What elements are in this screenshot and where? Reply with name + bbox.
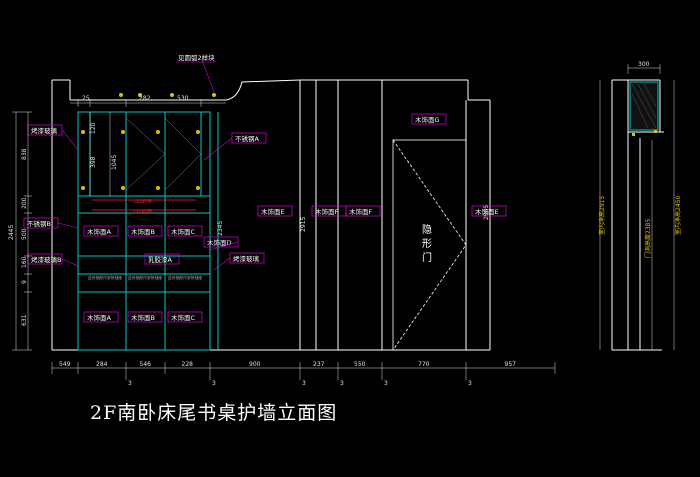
side-dimensions: [599, 64, 675, 350]
material-tag-label: 木饰面F: [349, 207, 373, 216]
bottom-dim-label: 550: [354, 361, 366, 368]
sub-dim-label: 3: [468, 380, 472, 387]
material-tag-label: 木饰面B: [131, 227, 155, 236]
material-tag: 不锈钢A: [203, 132, 267, 161]
material-tag-label: 木饰面F: [315, 207, 339, 216]
material-tag-label: 木饰面B: [131, 313, 155, 322]
material-tag: 乳胶漆A: [144, 253, 180, 265]
top-note: 见圆弧2样块: [176, 53, 216, 93]
glass-diagonals: [125, 117, 202, 191]
inner-dim-1045: 1045: [111, 155, 118, 170]
side-marks: [632, 130, 657, 136]
left-dim-total: 2445: [8, 225, 15, 240]
material-tag-label: 木饰面C: [171, 227, 196, 236]
left-dim-160: 160: [21, 256, 28, 268]
drawer-notes: 此处抽屉内安装插座 此处抽屉内安装插座 此处抽屉内安装插座: [88, 275, 202, 280]
material-tag-label: 烤漆玻璃B: [31, 255, 61, 264]
drawer-note-2: 此处抽屉内安装插座: [128, 275, 162, 280]
material-tag-label: 木饰面C: [171, 313, 196, 322]
bottom-dim-label: 237: [313, 361, 325, 368]
side-dim-v2: 门洞高度2385: [644, 219, 652, 258]
bottom-dimensions: 549 284 546 228 900 237 550 770 957 3 3 3 3 3 3: [51, 361, 556, 387]
left-dim-631: 631: [21, 314, 28, 326]
inner-dim-2985: 2985: [483, 205, 490, 220]
side-dim-v3: 室内净高2450: [674, 196, 682, 235]
material-tag: 木饰面B: [127, 311, 163, 323]
bottom-dim-label: 900: [249, 361, 261, 368]
material-tag-label: 烤漆玻璃: [31, 126, 58, 135]
material-tag: 烤漆玻璃B: [27, 253, 79, 267]
hidden-door-char-3: 门: [422, 251, 432, 264]
bottom-dim-label: 284: [96, 361, 108, 368]
bottom-dim-label: 957: [505, 361, 517, 368]
sub-dim-label: 3: [340, 380, 344, 387]
material-tag-label: 烤漆玻璃: [233, 254, 260, 263]
sub-dim-label: 3: [128, 380, 132, 387]
side-dim-v1: 室内净高2915: [598, 196, 606, 235]
sub-dim-label: 3: [212, 380, 216, 387]
left-dim-200: 200: [21, 197, 28, 209]
led-label-upper: LED灯带: [134, 198, 152, 205]
left-dim-9: 9: [21, 280, 28, 284]
material-tag: 木饰面F: [345, 205, 381, 217]
hidden-door-char-1: 隐: [422, 224, 432, 236]
left-dim-838: 838: [21, 148, 28, 160]
sub-dim-label: 3: [302, 380, 306, 387]
material-tag: 木饰面C: [167, 311, 203, 323]
led-label-lower: LED灯带: [134, 208, 152, 215]
material-tag-label: 木饰面D: [207, 238, 232, 247]
material-tag: 木饰面F: [311, 205, 347, 217]
inner-dim-120: 120: [90, 122, 97, 134]
inner-dim-398: 398: [90, 156, 97, 168]
material-tag: 木饰面C: [167, 225, 203, 237]
material-tag: 烤漆玻璃: [27, 124, 79, 151]
bottom-dim-label: 549: [59, 361, 71, 368]
material-tag-label: 不锈钢B: [27, 219, 51, 228]
side-beam: [629, 81, 659, 131]
hidden-door: [392, 139, 467, 351]
material-tag: 木饰面E: [257, 205, 293, 217]
drawer-note-1: 此处抽屉内安装插座: [88, 275, 122, 280]
bottom-dim-label: 770: [418, 361, 430, 368]
top-dim-1: 25: [82, 95, 90, 102]
top-dimension: [70, 99, 226, 107]
side-section: [611, 79, 664, 351]
inner-dim-2345: 2345: [217, 221, 224, 236]
top-dim-2: 282: [139, 95, 151, 102]
top-note-text: 见圆弧2样块: [178, 53, 215, 62]
left-dim-500: 500: [21, 228, 28, 240]
hidden-door-label: 隐 形 门: [422, 224, 432, 264]
led-strips: LED灯带 LED灯带: [92, 198, 196, 215]
material-tag-label: 木饰面E: [261, 207, 285, 216]
material-tag: 木饰面B: [127, 225, 163, 237]
sub-dim-label: 3: [384, 380, 388, 387]
material-tag-label: 木饰面E: [475, 207, 499, 216]
drawer-note-3: 此处抽屉内安装插座: [168, 275, 202, 280]
drawing-title: 2F南卧床尾书桌护墙立面图: [90, 402, 338, 424]
inner-dim-2915: 2915: [300, 217, 307, 232]
shelf-pins: [81, 93, 216, 190]
material-tag: 木饰面E: [471, 205, 507, 217]
bottom-dim-label: 546: [140, 361, 152, 368]
material-tag: 烤漆玻璃: [213, 252, 265, 271]
bottom-dim-label: 228: [182, 361, 194, 368]
material-tag: 木饰面D: [203, 236, 239, 251]
material-tag: 木饰面G: [411, 113, 447, 125]
material-tag: 木饰面A: [83, 311, 119, 323]
material-tag: 木饰面A: [83, 225, 119, 237]
material-tag-label: 木饰面A: [87, 313, 112, 322]
material-tag-label: 不锈钢A: [235, 134, 260, 143]
material-tag: 不锈钢B: [23, 217, 79, 229]
material-tag-label: 乳胶漆A: [148, 255, 173, 264]
top-dim-3: 530: [177, 95, 189, 102]
hidden-door-char-2: 形: [422, 238, 432, 250]
side-dim-top: 300: [638, 61, 650, 68]
material-tag-label: 木饰面G: [415, 115, 440, 124]
material-tag-label: 木饰面A: [87, 227, 112, 236]
left-dimensions: [12, 111, 32, 351]
